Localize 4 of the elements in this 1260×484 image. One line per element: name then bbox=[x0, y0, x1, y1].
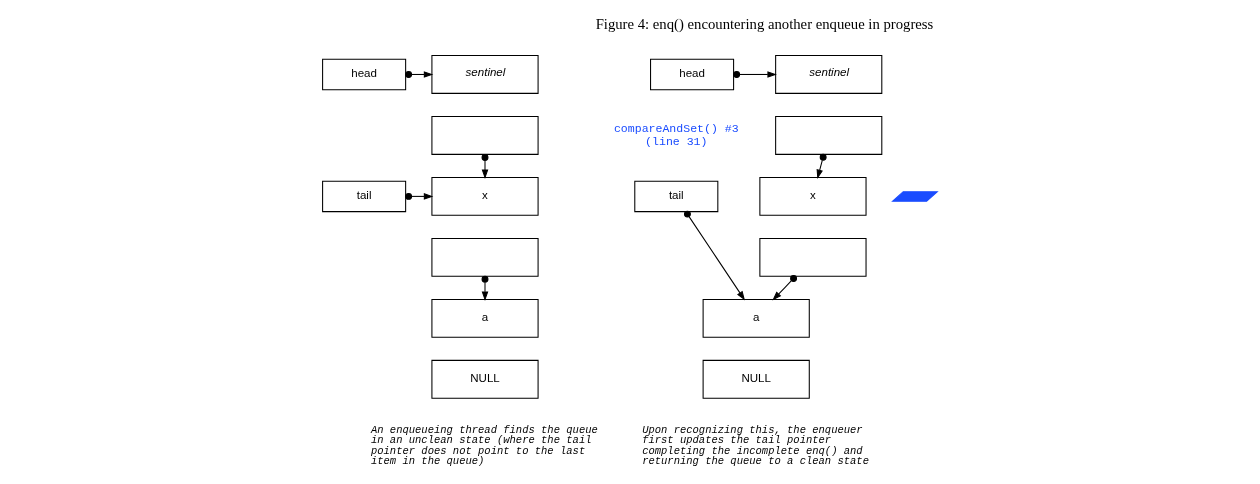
label: Upon recognizing this, the enqueuer first updates the tail pointer completing the incomplete enq() and returning the queue to a clean state bbox=[642, 423, 869, 467]
caption: Figure 4: enq() encountering another enqueue in progress bbox=[595, 15, 934, 32]
label: compareAndSet() #3 (line 31) bbox=[613, 121, 739, 148]
label: An enqueueing thread finds the queue in an unclean state (where the tail pointer does not point to the last item in the queue) bbox=[370, 423, 598, 467]
